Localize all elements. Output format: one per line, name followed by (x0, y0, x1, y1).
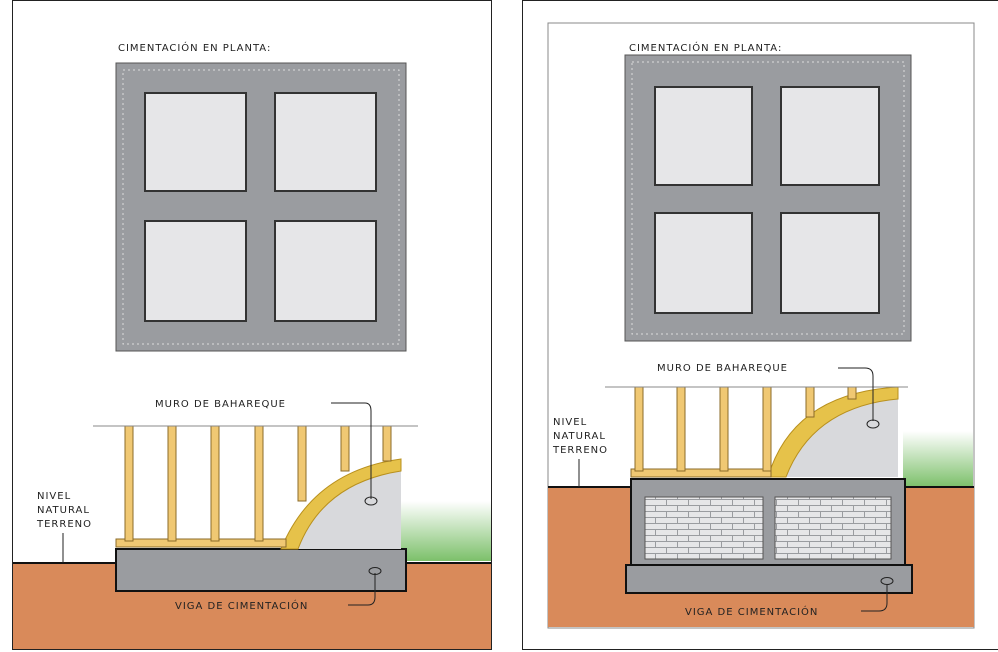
plan-cell (274, 92, 377, 192)
plan-title: CIMENTACIÓN EN PLANTA: (118, 41, 271, 54)
ground-label-line1: NIVEL (37, 491, 71, 502)
left-panel: CIMENTACIÓN EN PLANTA: (12, 0, 492, 650)
plan-cell (274, 220, 377, 322)
plan-cell (144, 220, 247, 322)
ground-label-line2: NATURAL (553, 431, 606, 442)
plan-cell (654, 86, 753, 186)
foundation-plan (115, 62, 407, 352)
plan-cell (780, 212, 880, 314)
wall-label: MURO DE BAHAREQUE (155, 399, 286, 410)
plan-cell (654, 212, 753, 314)
mud-fill (768, 387, 898, 477)
right-panel: CIMENTACIÓN EN PLANTA: (522, 0, 998, 650)
foundation-beam (625, 564, 913, 594)
timber-studs (634, 386, 857, 472)
foundation-beam (115, 548, 407, 592)
right-drawing: CIMENTACIÓN EN PLANTA: (547, 22, 975, 629)
plan-cell (144, 92, 247, 192)
foundation-plan (624, 54, 912, 342)
beam-label: VIGA DE CIMENTACIÓN (685, 605, 818, 618)
block-infill (774, 496, 892, 560)
lath (280, 458, 402, 550)
plan-cell (780, 86, 880, 186)
ground-label-line3: TERRENO (36, 519, 92, 530)
left-drawing: CIMENTACIÓN EN PLANTA: (13, 41, 491, 649)
block-infill (644, 496, 764, 560)
lath (767, 386, 899, 478)
ground-label-line2: NATURAL (37, 505, 90, 516)
timber-studs (124, 425, 392, 542)
grass (393, 501, 491, 561)
plan-title: CIMENTACIÓN EN PLANTA: (629, 41, 782, 54)
wall-label: MURO DE BAHAREQUE (657, 363, 788, 374)
grass (903, 431, 973, 487)
beam-label: VIGA DE CIMENTACIÓN (175, 599, 308, 612)
ground-label-line1: NIVEL (553, 417, 587, 428)
ground-label-line3: TERRENO (552, 445, 608, 456)
